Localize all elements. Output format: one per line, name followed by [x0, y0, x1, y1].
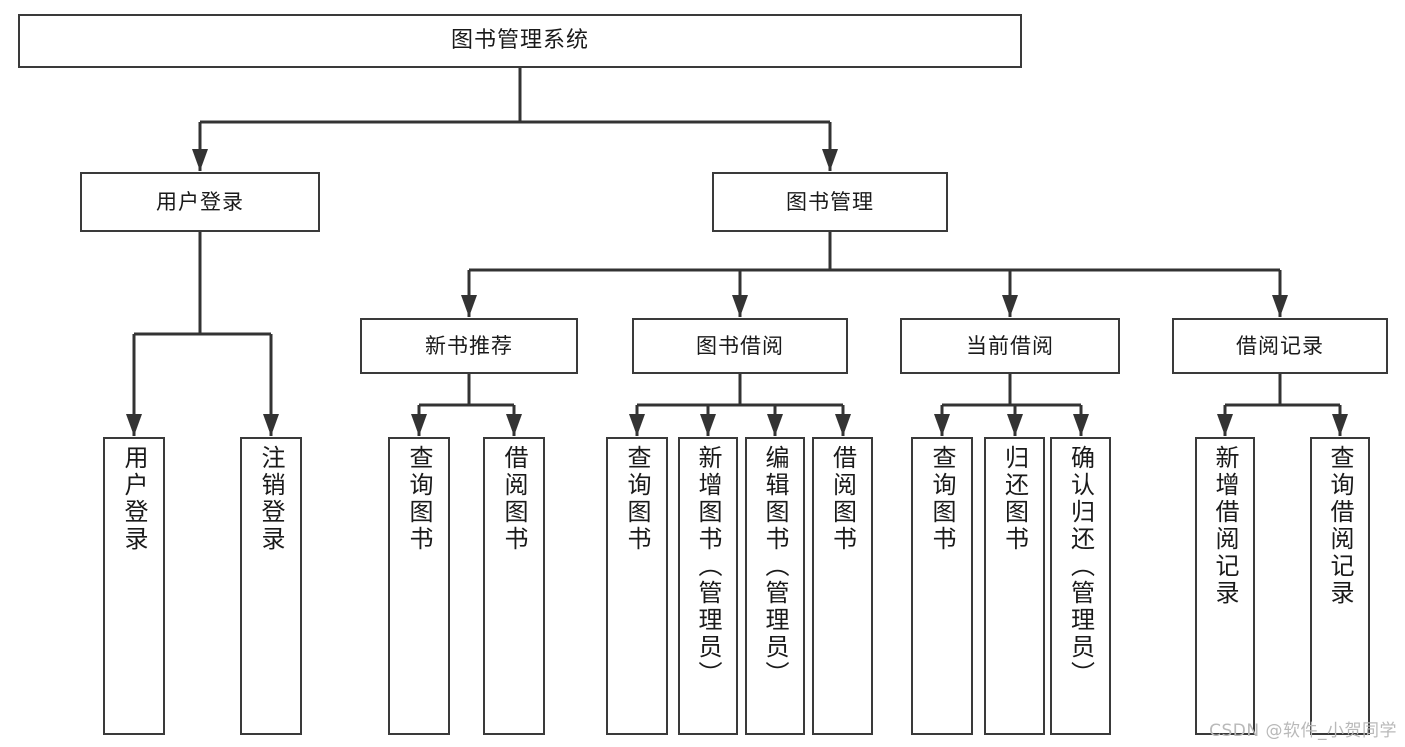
node-label: 编辑图书（管理员） — [761, 445, 789, 688]
node-l-logout[interactable]: 注销登录 — [240, 437, 302, 735]
node-l-return[interactable]: 归还图书 — [984, 437, 1045, 735]
node-records[interactable]: 借阅记录 — [1172, 318, 1388, 374]
node-label: 新增图书（管理员） — [694, 445, 722, 688]
node-label: 借阅图书 — [500, 445, 528, 553]
node-l-query1[interactable]: 查询图书 — [388, 437, 450, 735]
node-l-confirm[interactable]: 确认归还（管理员） — [1050, 437, 1111, 735]
node-l-query3[interactable]: 查询图书 — [911, 437, 973, 735]
node-label: 图书管理系统 — [450, 28, 589, 54]
node-label: 确认归还（管理员） — [1066, 445, 1095, 688]
node-newbook[interactable]: 新书推荐 — [360, 318, 578, 374]
node-root[interactable]: 图书管理系统 — [18, 14, 1022, 68]
node-bookmgmt[interactable]: 图书管理 — [712, 172, 948, 232]
node-label: 注销登录 — [257, 445, 285, 553]
node-label: 查询图书 — [405, 445, 433, 553]
node-borrow[interactable]: 图书借阅 — [632, 318, 848, 374]
node-l-addrec[interactable]: 新增借阅记录 — [1195, 437, 1255, 735]
node-l-queryrec[interactable]: 查询借阅记录 — [1310, 437, 1370, 735]
node-label: 新书推荐 — [425, 333, 513, 358]
node-l-query2[interactable]: 查询图书 — [606, 437, 668, 735]
node-label: 用户登录 — [156, 189, 244, 214]
node-l-edit[interactable]: 编辑图书（管理员） — [745, 437, 805, 735]
node-label: 归还图书 — [1000, 445, 1029, 553]
node-label: 图书管理 — [786, 189, 874, 214]
node-l-borrow2[interactable]: 借阅图书 — [812, 437, 873, 735]
node-l-borrow1[interactable]: 借阅图书 — [483, 437, 545, 735]
node-label: 当前借阅 — [966, 333, 1054, 358]
node-label: 查询图书 — [623, 445, 651, 553]
node-current[interactable]: 当前借阅 — [900, 318, 1120, 374]
node-l-add[interactable]: 新增图书（管理员） — [678, 437, 738, 735]
node-label: 查询借阅记录 — [1326, 445, 1354, 607]
node-label: 新增借阅记录 — [1211, 445, 1239, 607]
node-login[interactable]: 用户登录 — [80, 172, 320, 232]
node-label: 查询图书 — [928, 445, 956, 553]
node-label: 图书借阅 — [696, 333, 784, 358]
node-label: 借阅图书 — [828, 445, 857, 553]
node-l-login[interactable]: 用户登录 — [103, 437, 165, 735]
node-label: 用户登录 — [120, 445, 148, 553]
node-label: 借阅记录 — [1236, 333, 1324, 358]
